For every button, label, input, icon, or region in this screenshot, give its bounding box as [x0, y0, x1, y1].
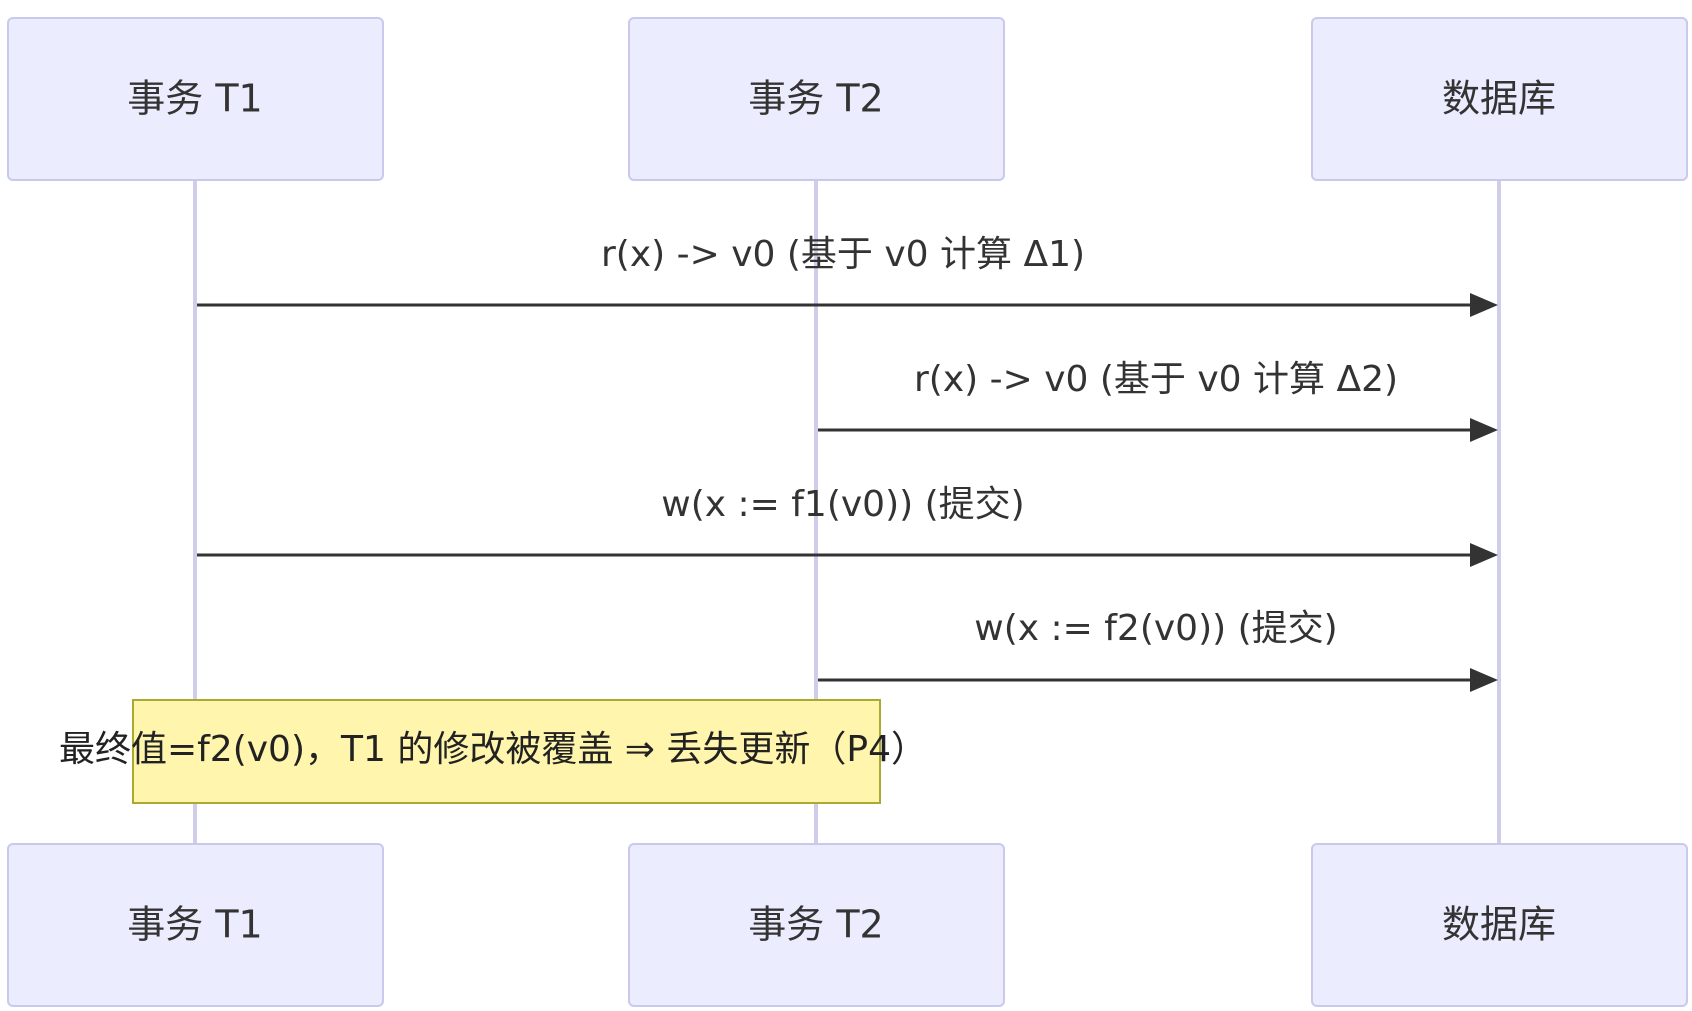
actor-top-t2-label: 事务 T2	[748, 77, 883, 121]
note-text: 最终值=f2(v0)，T1 的修改被覆盖 ⇒ 丢失更新（P4）	[59, 729, 927, 770]
message-4: w(x := f2(v0)) (提交)	[818, 608, 1498, 692]
message-1-label: r(x) -> v0 (基于 v0 计算 Δ1)	[601, 234, 1085, 275]
actor-top-db: 数据库	[1311, 17, 1688, 181]
actor-top-t1-label: 事务 T1	[127, 77, 262, 121]
note-box	[132, 699, 881, 804]
actor-bottom-t2-label: 事务 T2	[748, 903, 883, 947]
message-3: w(x := f1(v0)) (提交)	[197, 484, 1498, 567]
note: 最终值=f2(v0)，T1 的修改被覆盖 ⇒ 丢失更新（P4）	[59, 699, 927, 804]
message-2-arrowhead	[1470, 418, 1498, 442]
message-3-label: w(x := f1(v0)) (提交)	[661, 484, 1024, 525]
actor-top-t1: 事务 T1	[7, 17, 384, 181]
actor-bottom-t1: 事务 T1	[7, 843, 384, 1007]
message-1-arrowhead	[1470, 293, 1498, 317]
actor-bottom-db-label: 数据库	[1442, 903, 1556, 947]
actor-top-db-label: 数据库	[1442, 77, 1556, 121]
message-2: r(x) -> v0 (基于 v0 计算 Δ2)	[818, 359, 1498, 442]
message-1: r(x) -> v0 (基于 v0 计算 Δ1)	[197, 234, 1498, 317]
message-4-label: w(x := f2(v0)) (提交)	[974, 608, 1337, 649]
actor-bottom-t1-label: 事务 T1	[127, 903, 262, 947]
actor-top-t2: 事务 T2	[628, 17, 1005, 181]
actor-bottom-db: 数据库	[1311, 843, 1688, 1007]
message-3-arrowhead	[1470, 543, 1498, 567]
message-4-arrowhead	[1470, 668, 1498, 692]
message-2-label: r(x) -> v0 (基于 v0 计算 Δ2)	[914, 359, 1398, 400]
actor-bottom-t2: 事务 T2	[628, 843, 1005, 1007]
